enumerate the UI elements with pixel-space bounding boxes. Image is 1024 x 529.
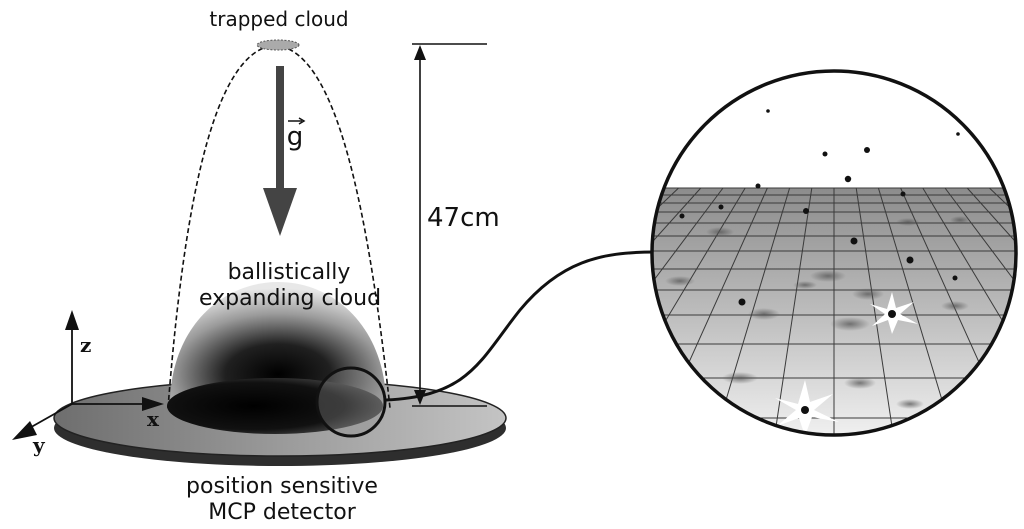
- zoom-view-border: [650, 69, 1018, 437]
- particle-dot: [679, 213, 685, 219]
- impact-flash: [870, 292, 918, 334]
- gravity-label-group: g: [287, 117, 306, 152]
- particle-dot: [864, 147, 870, 153]
- gravity-label: g: [287, 122, 304, 152]
- particle-dot: [822, 151, 828, 157]
- detector-label-line1: position sensitive: [186, 474, 378, 499]
- particle-dot: [850, 237, 858, 245]
- particle-dot: [952, 275, 958, 281]
- zoom-view: [652, 71, 1016, 435]
- detector-label-line2: MCP detector: [208, 500, 356, 525]
- particle-dot: [738, 298, 746, 306]
- particle-dot: [900, 191, 906, 197]
- particle-dot: [718, 204, 724, 210]
- trapped-cloud: [256, 39, 300, 51]
- magnifier-circle: [315, 366, 387, 438]
- coordinate-axes: [12, 310, 164, 440]
- zoom-connector: [385, 250, 655, 402]
- cloud-label-line2: expanding cloud: [199, 286, 381, 311]
- axis-x-label: x: [147, 407, 160, 431]
- particle-dot: [956, 132, 960, 136]
- axis-y-label: y: [32, 433, 46, 457]
- particle-dot: [906, 256, 914, 264]
- gravity-arrow: [263, 66, 297, 236]
- particle-dot: [844, 175, 852, 183]
- axis-z-label: z: [80, 333, 91, 357]
- particle-dot: [803, 208, 809, 214]
- particle-dot: [755, 183, 761, 189]
- trapped-cloud-label: trapped cloud: [209, 7, 348, 31]
- cloud-label-line1: ballistically: [228, 260, 351, 285]
- impact-flash: [775, 380, 839, 435]
- height-label: 47cm: [427, 203, 500, 233]
- particle-dot: [766, 109, 770, 113]
